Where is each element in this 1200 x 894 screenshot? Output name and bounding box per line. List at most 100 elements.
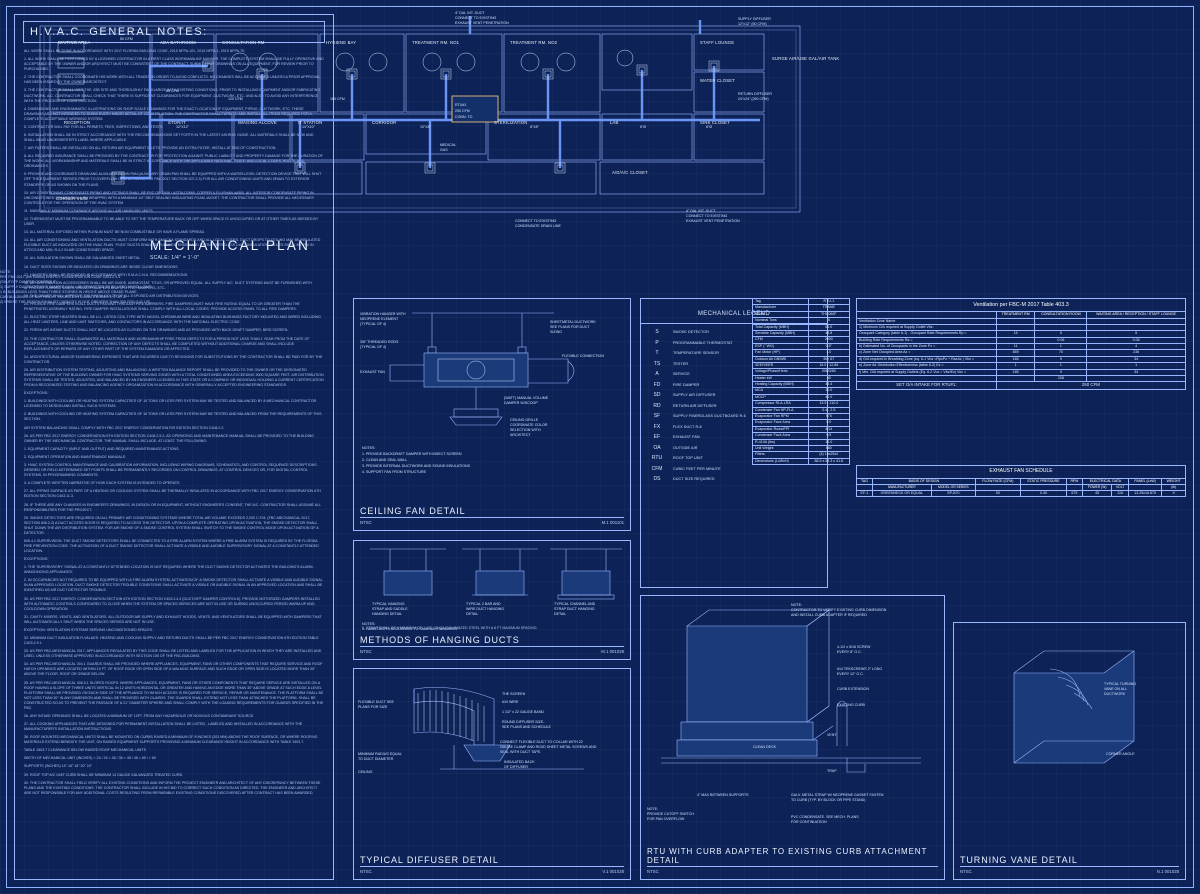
note-item: 30. AS PER FBC 2017 ENERGY CONSERVATION …: [24, 596, 320, 611]
room-label: STERILIZATION: [494, 120, 528, 125]
table-cell: EF-1: [856, 489, 873, 498]
hvac-general-notes-panel: H.V.A.C. GENERAL NOTES: ALL WORK SHALL B…: [14, 14, 334, 880]
svg-text:TYPICAL 2 BAR AND: TYPICAL 2 BAR AND: [466, 602, 501, 606]
svg-text:DUCTWORK: DUCTWORK: [1104, 692, 1126, 696]
note-line: 1) SUPPLY DUCTS/OFFICES DAMPER SHALL BE …: [0, 285, 152, 290]
plan-title: MECHANICAL PLAN: [150, 238, 311, 253]
notes-title-box: H.V.A.C. GENERAL NOTES:: [23, 21, 325, 43]
svg-text:RTU#1: RTU#1: [455, 103, 466, 107]
table-cell: 13.9 - 110.0: [807, 400, 851, 408]
legend-label: SUPPLY FIBERGLASS DUCTBOARD R-6: [673, 414, 746, 419]
room-label: CORRIDOR: [372, 120, 397, 125]
note-item: 19. THE OWNER SHALL APPROVE THE FINISH C…: [24, 293, 200, 298]
note-item: 40. THE CONTRACTOR SHALL FIELD VERIFY AL…: [24, 780, 321, 795]
vent-column-header: TREATMENT RM: [995, 311, 1036, 319]
room-label: A/D/A/C CLOSET: [612, 170, 648, 175]
table-cell: THC060F: [807, 310, 851, 319]
legend-label: CUBIC FEET PER MINUTE: [673, 466, 721, 471]
note-line: NOTE:: [0, 270, 11, 274]
room-label: TREATMENT RM. NO1: [412, 40, 460, 45]
note-item: 20. PROVIDE FIRE DAMPERS IN ALL DUCTS PA…: [24, 302, 300, 312]
table-row: Heating Capacity (MBH)45.4: [752, 381, 851, 389]
duct-hanging-drawing: TYPICAL HANGING STRAP AND SADDLE HANGING…: [362, 548, 622, 631]
note-item: 3. THE CONTRACTOR SHALL VISIT THE JOB SI…: [24, 88, 321, 103]
legend-title-row: MECHANICAL LEGEND: [641, 299, 827, 324]
legend-symbol-icon: SD: [653, 392, 661, 399]
table-cell: 13.0: [807, 438, 851, 447]
note-item: 11. MAINTAIN 4" MINIMUM CLEARANCE AROUND…: [24, 208, 154, 213]
table-cell: 0.06: [1086, 336, 1186, 345]
legend-symbol-icon: SF: [653, 413, 661, 420]
svg-text:12"x12" (50 CFM): 12"x12" (50 CFM): [738, 22, 767, 26]
note-item: 12. THERMOSTAT MUST BE PROGRAMMABLE TO B…: [24, 216, 319, 226]
legend-label: TEMPERATURE SENSOR: [673, 351, 719, 356]
svg-text:CEILING: CEILING: [358, 770, 373, 774]
table-cell: RTU-1: [807, 297, 851, 306]
table-cell: [1086, 317, 1186, 325]
sheet-border: [6, 6, 1194, 888]
svg-text:CONN. TO: CONN. TO: [455, 115, 473, 119]
table-cell: 675: [1065, 489, 1083, 498]
table-row: b) Estimated No. of Occupants in the Zon…: [856, 343, 1186, 351]
svg-text:NOTES:: NOTES:: [362, 622, 375, 626]
legend-symbol-icon: S: [655, 329, 659, 336]
vent-footer-label: SET O/A INTAKE FOR RTU#1:: [856, 381, 997, 390]
svg-text:FLEXIBLE DUCT SEE: FLEXIBLE DUCT SEE: [358, 700, 394, 704]
note-item: 4. DIMENSIONS AND ENGRAMMATIC ILLUSTRATI…: [24, 106, 312, 121]
svg-text:COORDINATE COLOR: COORDINATE COLOR: [510, 423, 548, 427]
duct-hanging-detail: TYPICAL HANGING STRAP AND SADDLE HANGING…: [353, 540, 631, 660]
svg-text:1. PROVIDE BACKDRAFT DAMPER WI: 1. PROVIDE BACKDRAFT DAMPER WITH INSECT …: [362, 452, 462, 456]
duct-hanging-title: METHODS OF HANGING DUCTS: [360, 635, 520, 645]
note-item: 10. AIR CONDITIONING CONDENSATE PIPING A…: [24, 190, 315, 205]
table-cell: 34: [1086, 368, 1186, 377]
table-cell: SP-B70: [930, 489, 976, 498]
svg-text:4" DIA. INT. DUCT: 4" DIA. INT. DUCT: [686, 209, 716, 213]
vane-detail-id: N.1 001028: [1156, 869, 1179, 874]
note-item: 1. BUILDINGS WITH COOLING OR HEATING SYS…: [24, 399, 317, 409]
table-row: e) Zone Air Distribution Effectiveness (…: [856, 362, 1186, 370]
legend-label: ROOF TOP UNIT: [673, 456, 703, 461]
svg-text:ROUND DIFFUSER SIZE-: ROUND DIFFUSER SIZE-: [502, 720, 545, 724]
svg-text:NOTE:: NOTE:: [791, 603, 802, 607]
svg-text:THE SCREEN: THE SCREEN: [502, 692, 526, 696]
table-cell: 88.9 x 53.3 x 41.8: [807, 457, 851, 466]
note-item: 16. DUCT SIZES SHOWN OR INDICATED ON DRA…: [24, 264, 179, 269]
svg-text:EXISTING CURB: EXISTING CURB: [837, 703, 866, 707]
svg-text:OF DIFFUSER: OF DIFFUSER: [504, 765, 528, 769]
note-item: 23. THE CONTRACTOR SHALL GUARANTEE ALL M…: [24, 336, 310, 351]
typical-diffuser-detail: FLEXIBLE DUCT SEE PLANS FOR SIZE THE SCR…: [353, 668, 631, 880]
table-cell: 236: [1086, 349, 1186, 357]
legend-symbol-icon: FD: [653, 381, 661, 388]
svg-text:AND INSTALL CURB ADAPTER IF RE: AND INSTALL CURB ADAPTER IF REQUIRED: [791, 613, 867, 617]
note-item: 32. MINIMUM DUCT INSULATION R-VALUES. HE…: [24, 636, 319, 646]
svg-text:MINIMUM RADIUS EQUAL: MINIMUM RADIUS EQUAL: [358, 752, 402, 756]
svg-text:SEAL WITH DUCT TAPE.: SEAL WITH DUCT TAPE.: [500, 750, 541, 754]
svg-text:EXHAUST VENT PENETRATION: EXHAUST VENT PENETRATION: [686, 219, 740, 223]
note-item: WIDTH OF MECHANICAL UNIT (INCHES) < 24 /…: [24, 756, 156, 761]
table-cell: 30.0: [807, 387, 851, 395]
table-cell: 13.25x16.875: [1127, 489, 1163, 498]
svg-text:DETAIL: DETAIL: [466, 612, 478, 616]
table-cell: 2000: [807, 336, 851, 344]
note-item: 8. ALL REQUIRED INSURANCE SHALL BE PROVI…: [24, 154, 323, 169]
turning-vane-detail: TYPICAL TURNING VANE ON ALL DUCTWORK COR…: [953, 622, 1186, 880]
svg-text:CONTRACTOR TO VERIFY EXISTING: CONTRACTOR TO VERIFY EXISTING CURB DIMEN…: [791, 608, 887, 612]
table-cell: [856, 374, 997, 383]
table-cell: 4/14: [807, 425, 851, 434]
table-cell: e) Zone Air Distribution Effectiveness (…: [856, 362, 997, 370]
svg-text:VENT: VENT: [827, 733, 837, 737]
room-label: WATER CLOSET: [700, 78, 735, 83]
